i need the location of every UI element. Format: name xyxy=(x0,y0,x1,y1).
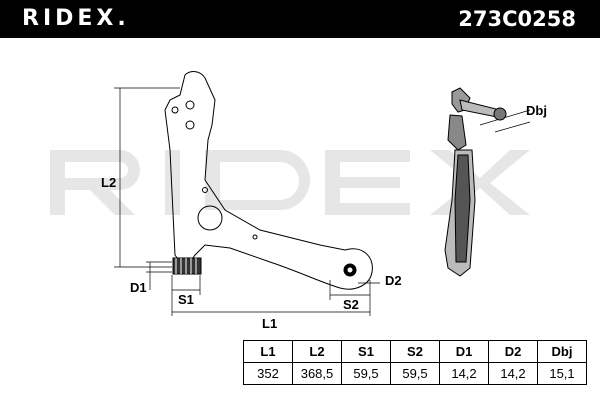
table-cell: 352 xyxy=(243,362,293,385)
label-s2: S2 xyxy=(343,297,359,312)
table-row: 352 368,5 59,5 59,5 14,2 14,2 15,1 xyxy=(243,362,587,385)
table-cell: 14,2 xyxy=(488,362,538,385)
header-bar: RIDEX. 273C0258 xyxy=(0,0,600,38)
table-cell: 59,5 xyxy=(341,362,391,385)
bushing xyxy=(172,257,202,275)
table-header: D2 xyxy=(488,340,538,363)
table-header: L2 xyxy=(292,340,342,363)
dimensions-table: L1 L2 S1 S2 D1 D2 Dbj 352 368,5 59,5 59,… xyxy=(243,340,587,385)
part-number: 273C0258 xyxy=(458,7,576,31)
table-cell: 14,2 xyxy=(439,362,489,385)
table-header: Dbj xyxy=(537,340,587,363)
control-arm xyxy=(164,71,373,290)
table-cell: 59,5 xyxy=(390,362,440,385)
label-s1: S1 xyxy=(178,292,194,307)
table-header: S1 xyxy=(341,340,391,363)
table-cell: 368,5 xyxy=(292,362,342,385)
label-d2: D2 xyxy=(385,273,402,288)
label-dbj: Dbj xyxy=(526,103,547,118)
table-header-row: L1 L2 S1 S2 D1 D2 Dbj xyxy=(243,340,587,363)
label-l1: L1 xyxy=(262,316,278,331)
table-header: D1 xyxy=(439,340,489,363)
table-header: L1 xyxy=(243,340,293,363)
dimension-lines xyxy=(114,87,531,316)
technical-drawing xyxy=(114,71,531,316)
label-d1: D1 xyxy=(130,280,147,295)
table-cell: 15,1 xyxy=(537,362,587,385)
side-view xyxy=(444,87,507,277)
brand-logo: RIDEX. xyxy=(22,6,130,31)
label-l2: L2 xyxy=(101,175,117,190)
table-header: S2 xyxy=(390,340,440,363)
